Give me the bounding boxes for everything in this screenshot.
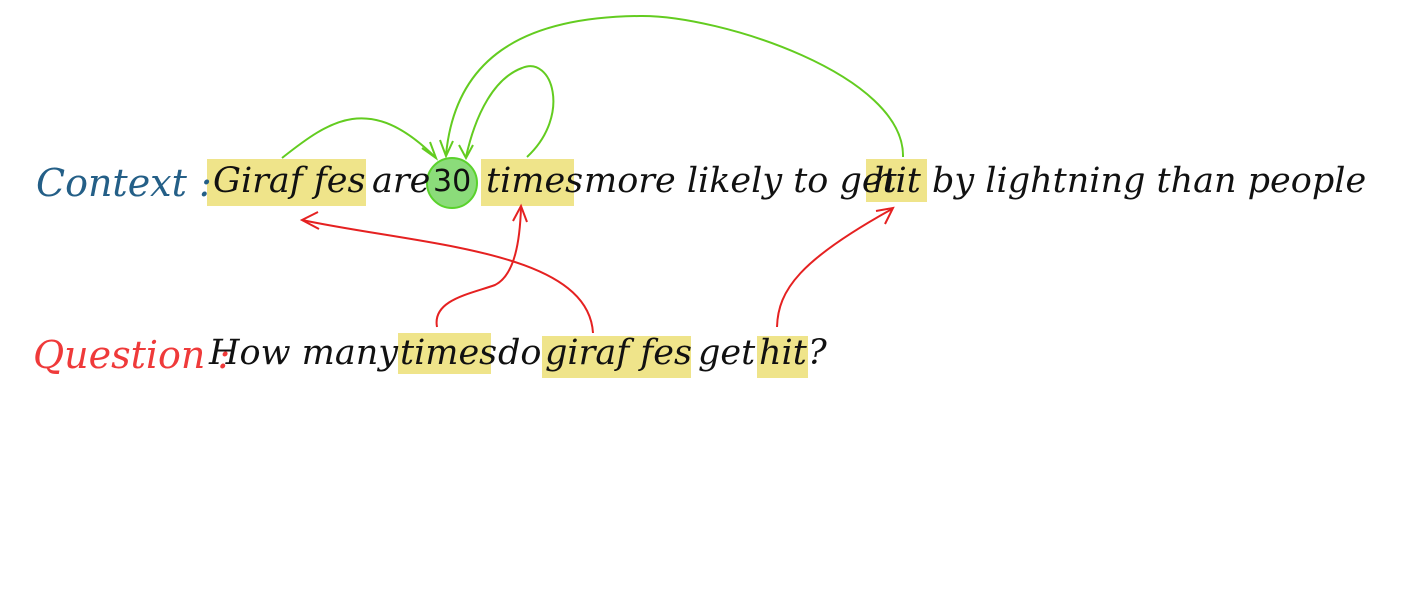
context-token-giraffes: Giraf fes xyxy=(213,161,366,201)
question-token-giraffes: giraf fes xyxy=(545,333,692,373)
green-arrow-times-to-answer xyxy=(465,65,555,158)
highlight-question-giraffes xyxy=(542,336,691,378)
question-token-times: times xyxy=(400,333,498,373)
context-token-hit: hit xyxy=(873,161,921,201)
highlight-question-times xyxy=(398,333,491,374)
question-label: Question : xyxy=(33,333,231,377)
context-token-rest: by lightning than people xyxy=(932,161,1367,201)
context-token-answer-number: 30 xyxy=(433,164,472,199)
green-arrow-giraffes-to-answer xyxy=(281,117,437,159)
highlight-context-hit xyxy=(866,159,927,202)
question-token-do: do xyxy=(498,333,542,373)
green-arrow-hit-to-answer xyxy=(445,14,905,158)
highlight-question-hit xyxy=(757,336,808,378)
question-token-get: get xyxy=(698,333,756,373)
red-arrow-question-times-to-context-times xyxy=(435,206,522,328)
context-token-more-likely: more likely to get xyxy=(584,161,897,201)
highlight-context-times xyxy=(481,159,574,206)
context-token-are: are xyxy=(372,161,431,201)
green-arrowhead-giraffes xyxy=(421,141,439,161)
red-arrowhead-hit xyxy=(875,206,895,225)
question-token-how-many: How many xyxy=(209,333,399,373)
green-arrowhead-hit xyxy=(439,139,454,159)
question-token-question-mark: ? xyxy=(808,333,827,373)
answer-circle xyxy=(426,157,478,209)
highlight-context-giraffes xyxy=(207,159,366,206)
question-token-hit: hit xyxy=(759,333,807,373)
green-arrowhead-times xyxy=(458,144,474,161)
red-arrow-question-giraffes-to-context-giraffes xyxy=(301,219,594,334)
red-arrow-question-hit-to-context-hit xyxy=(776,208,893,328)
context-token-times: times xyxy=(486,161,584,201)
context-label: Context : xyxy=(36,161,212,205)
red-arrowhead-giraffes xyxy=(299,211,320,230)
red-arrowhead-times xyxy=(512,203,528,223)
